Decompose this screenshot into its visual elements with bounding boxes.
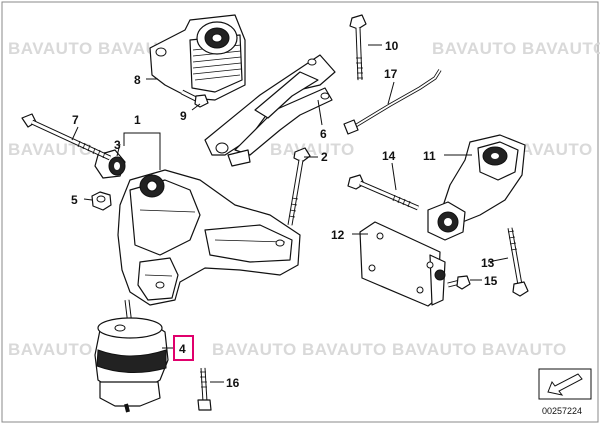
leader-lines (71, 44, 509, 383)
part-bolt-14 (347, 174, 419, 211)
callout-label-7: 7 (72, 113, 79, 127)
callout-label-6: 6 (320, 127, 327, 141)
callout-label-2: 2 (321, 150, 328, 164)
callout-label-5: 5 (71, 193, 78, 207)
watermark: BAVAUTO (432, 39, 517, 58)
watermark: BAVAUTO (522, 39, 600, 58)
part-bolt-small (180, 89, 209, 108)
watermark: BAVAUTO (8, 340, 93, 359)
part-bolt-long (21, 113, 112, 161)
part-bolt-2 (287, 147, 311, 226)
watermark-group: BAVAUTO BAVAUTO BAVAUTO BAVAUTO BAVAUTO … (8, 39, 600, 359)
watermark: BAVAUTO (508, 140, 593, 159)
callout-label-14: 14 (382, 149, 396, 163)
part-bolt-13 (507, 227, 529, 297)
part-cable-tie (343, 69, 442, 135)
part-bolt-16 (197, 367, 212, 411)
callout-label-8: 8 (134, 73, 141, 87)
callout-label-4: 4 (179, 342, 186, 356)
part-bolt-15 (447, 275, 471, 290)
part-plate (359, 221, 446, 307)
direction-arrow-box (538, 368, 592, 400)
watermark: BAVAUTO (8, 39, 93, 58)
callout-label-12: 12 (331, 228, 345, 242)
callout-label-3: 3 (114, 138, 121, 152)
callout-label-11: 11 (423, 149, 436, 163)
watermark: BAVAUTO (212, 340, 297, 359)
callout-highlight-box (173, 335, 194, 361)
watermark: BAVAUTO (482, 340, 567, 359)
part-bracket (204, 54, 336, 167)
part-main-bracket (117, 169, 301, 306)
diagram-id: 00257224 (542, 406, 582, 416)
callout-labels: 1 2 3 4 5 6 7 8 9 10 11 12 13 14 15 16 1… (71, 39, 498, 390)
arrow-icon (547, 373, 583, 396)
watermark: BAVAUTO (8, 140, 93, 159)
callout-label-1: 1 (134, 113, 141, 127)
part-lower-mount (94, 299, 169, 413)
part-bolt-vertical (349, 14, 367, 81)
callout-label-13: 13 (481, 256, 495, 270)
callout-label-9: 9 (180, 109, 187, 123)
callout-label-10: 10 (385, 39, 399, 53)
callout-label-17: 17 (384, 67, 398, 81)
part-nut (91, 191, 112, 211)
watermark: BAVAUTO (392, 340, 477, 359)
watermark: BAVAUTO (302, 340, 387, 359)
part-rear-mount (427, 134, 526, 241)
watermark: BAVAUTO (270, 140, 355, 159)
callout-label-16: 16 (226, 376, 240, 390)
part-top-mount (149, 14, 246, 101)
callout-label-15: 15 (484, 274, 498, 288)
